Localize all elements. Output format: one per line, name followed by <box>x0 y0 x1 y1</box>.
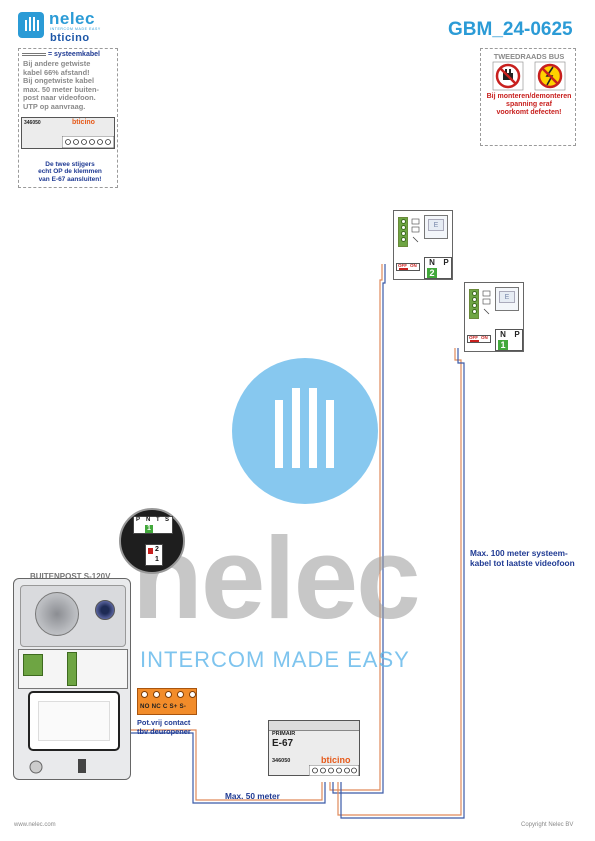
riser-note: De twee stijgers echt OP de klemmen van … <box>38 161 102 183</box>
max-50-label: Max. 50 meter <box>225 791 280 801</box>
warning-box: TWEEDRAADS BUS Bij monteren/demonteren s… <box>480 48 576 146</box>
logo-brand: bticino <box>50 32 90 44</box>
watermark-bars-icon <box>275 388 334 468</box>
name-card-frame <box>28 691 120 751</box>
relay-caption: Pot.vrij contact tbv deuropener <box>137 718 191 736</box>
zoom-switch: 2 1 <box>145 544 163 566</box>
phone-1-address: 1 <box>498 340 508 350</box>
e67-name: E-67 <box>272 738 294 749</box>
e67-brand: bticino <box>321 755 351 765</box>
relay-contact-block: NO NC C S+ S- <box>137 688 197 715</box>
outdoor-station <box>13 578 131 780</box>
phone-2-address: 2 <box>427 268 437 278</box>
mini-e67-module: 346050 bticino <box>21 117 115 149</box>
max-100-label: Max. 100 meter systeem- kabel tot laatst… <box>470 548 575 568</box>
phone-2-terminals <box>398 217 408 247</box>
e67-power-supply: PRIMAIR E-67 346050 bticino <box>268 720 360 776</box>
videophone-1: E N P 1 OFF ON <box>464 282 524 352</box>
phone-2-address-block: N P 2 <box>424 257 452 279</box>
footer-copyright: Copyright Nelec BV <box>521 822 574 828</box>
no-plug-and-no-voltage-icons <box>492 61 566 91</box>
e67-top-terminals <box>269 721 359 731</box>
outdoor-top-module <box>20 585 126 647</box>
warning-title: TWEEDRAADS BUS <box>493 52 565 61</box>
relay-terminal-labels: NO NC C S+ S- <box>140 703 187 710</box>
watermark-tagline: INTERCOM MADE EASY <box>140 647 410 672</box>
mini-module-code: 346050 <box>24 120 41 126</box>
address-zoom-detail: P N T S 1 2 1 <box>119 508 185 574</box>
logo-tagline: INTERCOM MADE EASY <box>50 27 101 31</box>
warning-text: Bij monteren/demonteren spanning eraf vo… <box>486 93 572 116</box>
document-code: GBM_24-0625 <box>448 19 573 40</box>
e67-code: 346050 <box>272 758 291 764</box>
watermark-logo-circle <box>232 358 378 504</box>
nelec-logo-icon <box>18 12 44 38</box>
phone-2-screen: E <box>424 215 448 239</box>
outdoor-terminal-board <box>18 649 128 689</box>
speaker-icon <box>35 592 79 636</box>
zoom-terminal-plate: P N T S 1 <box>133 516 173 534</box>
logo-name: nelec <box>49 9 95 28</box>
e67-terminals-icon <box>309 765 359 776</box>
mini-module-brand: bticino <box>72 119 95 126</box>
cable-legend: = systeemkabel <box>22 51 100 58</box>
phone-1-terminals <box>469 289 479 319</box>
footer-website: www.nelec.com <box>14 822 56 828</box>
phone-1-switch: OFF ON <box>467 335 491 343</box>
videophone-2: E N P 2 OFF ON <box>393 210 453 280</box>
camera-icon <box>95 600 115 620</box>
outdoor-bottom-icons <box>29 759 86 774</box>
e67-primary-label: PRIMAIR <box>272 731 296 737</box>
mini-terminals-icon <box>62 136 114 148</box>
phone-2-terminal-symbols <box>411 218 420 243</box>
outdoor-title: BUITENPOST S-120V <box>30 572 111 581</box>
phone-1-terminal-symbols <box>482 290 491 315</box>
phone-1-screen: E <box>495 287 519 311</box>
phone-2-switch: OFF ON <box>396 263 420 271</box>
cable-info-text: Bij andere getwiste kabel 66% afstand! B… <box>23 59 99 111</box>
cable-info-box: = systeemkabel Bij andere getwiste kabel… <box>18 48 118 188</box>
phone-1-address-block: N P 1 <box>495 329 523 351</box>
cable-legend-icon <box>22 52 46 56</box>
